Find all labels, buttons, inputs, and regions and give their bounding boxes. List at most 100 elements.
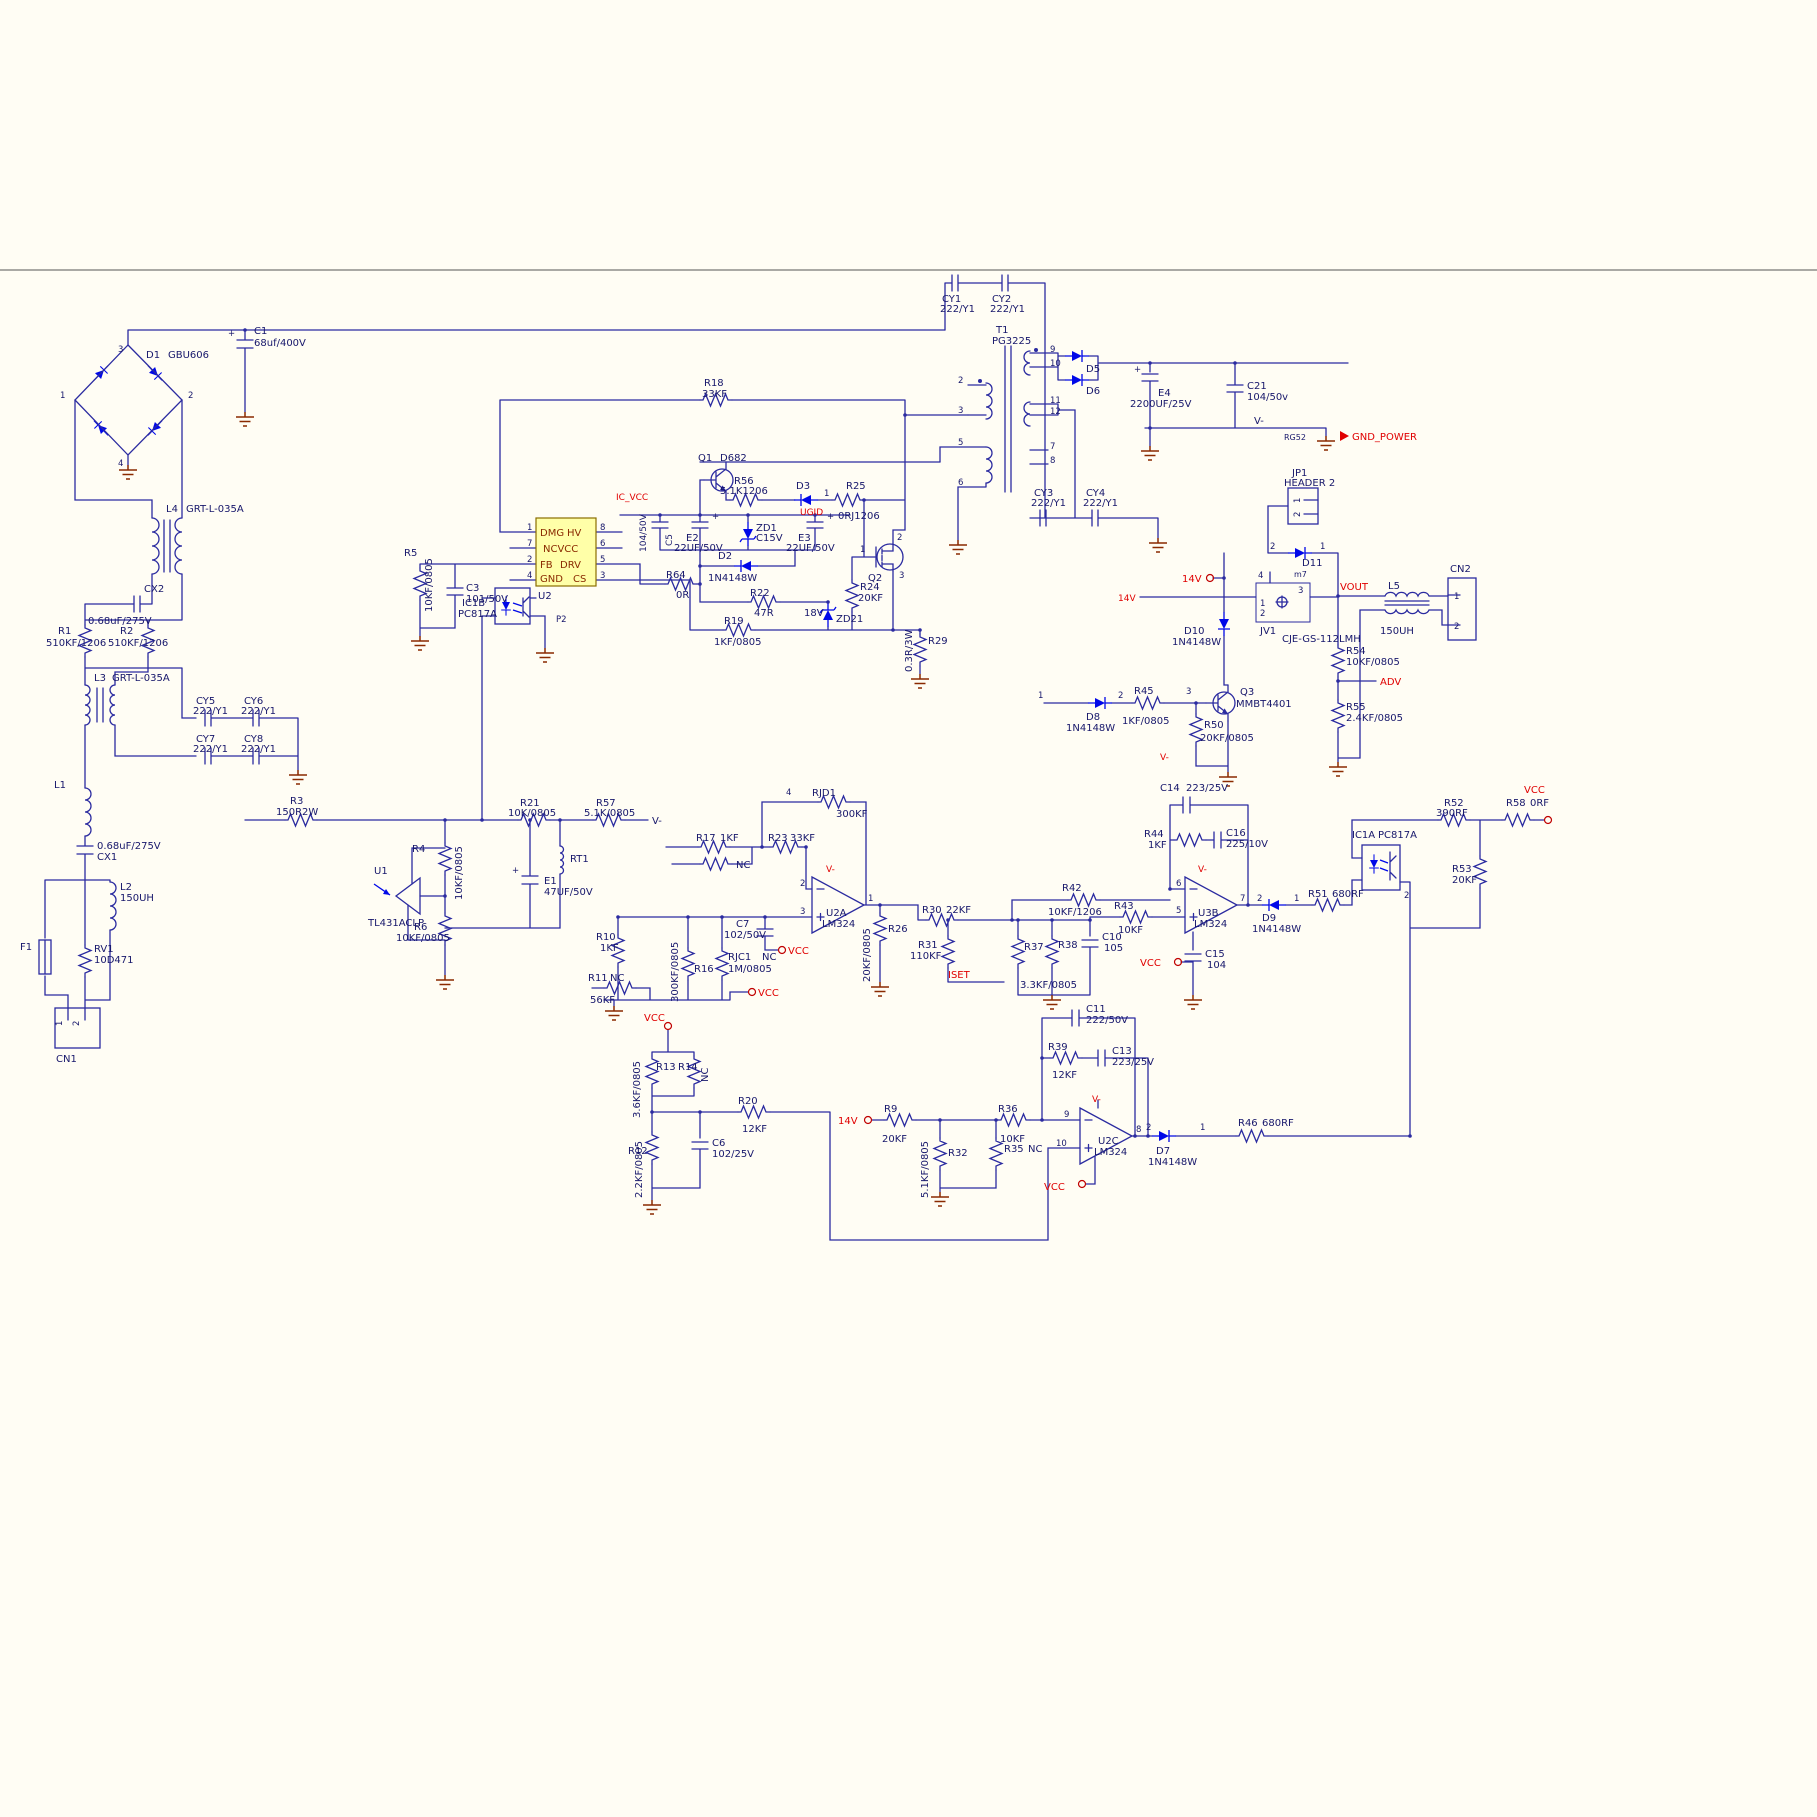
label-cy7: CY7 — [196, 734, 215, 745]
label-222-y1: 222/Y1 — [241, 706, 276, 717]
label-q2: Q2 — [868, 573, 882, 584]
label-cy1: CY1 — [942, 294, 961, 305]
label-3-6kf-0805: 3.6KF/0805 — [632, 1061, 643, 1118]
label-c7: C7 — [736, 919, 749, 930]
label-nc: NC — [700, 1068, 711, 1082]
label-c15: C15 — [1205, 949, 1225, 960]
transformer-t1-windings — [985, 350, 1031, 484]
label-r5: R5 — [404, 548, 417, 559]
label-cs: CS — [573, 574, 586, 585]
label-r12: R12 — [628, 1146, 648, 1157]
label-10kf-0805: 10KF/0805 — [454, 846, 465, 900]
label-d11: D11 — [1302, 558, 1322, 569]
label-104-50v: 104/50v — [1247, 392, 1288, 403]
label-u2: U2 — [538, 591, 552, 602]
label-mmbt4401: MMBT4401 — [1236, 699, 1292, 710]
port-vcc — [1543, 815, 1553, 825]
label-20kf: 20KF — [1452, 875, 1477, 886]
tl431-u1 — [394, 876, 421, 916]
label-150r2w: 150R2W — [276, 807, 318, 818]
optocoupler-ic1b — [494, 587, 531, 625]
label-v-: V- — [1198, 865, 1207, 875]
label-ic1a: IC1A — [1352, 830, 1375, 841]
label-2: 2 — [800, 879, 805, 889]
label-r36: R36 — [998, 1104, 1018, 1115]
label-223-25v: 223/25V — [1186, 783, 1228, 794]
label-c3: C3 — [466, 583, 479, 594]
label-1n4148w: 1N4148W — [1172, 637, 1221, 648]
label-2: 2 — [188, 391, 193, 401]
label-r32: R32 — [948, 1148, 968, 1159]
label-105: 105 — [1104, 943, 1123, 954]
label-4: 4 — [527, 571, 532, 581]
label-r10: R10 — [596, 932, 616, 943]
label-222-y1: 222/Y1 — [193, 706, 228, 717]
label-vout: VOUT — [1340, 582, 1369, 593]
label-8: 8 — [600, 523, 605, 533]
label-12kf: 12KF — [1052, 1070, 1077, 1081]
label-fb: FB — [540, 560, 553, 571]
label-d1: D1 — [146, 350, 160, 361]
label-u2a: U2A — [826, 908, 847, 919]
label-c10: C10 — [1102, 932, 1122, 943]
label-3: 3 — [600, 571, 605, 581]
label-10k-0805: 10K/0805 — [508, 808, 556, 819]
label-nc: NC — [610, 973, 624, 984]
mosfet-q2 — [875, 543, 904, 572]
label-r55: R55 — [1346, 702, 1366, 713]
label-cy3: CY3 — [1034, 488, 1053, 499]
label-8: 8 — [1050, 456, 1055, 466]
label-0-68uf-275v: 0.68uF/275V — [97, 841, 161, 852]
label-r4: R4 — [412, 844, 425, 855]
label--: + — [712, 512, 719, 522]
label-10kf-0805: 10KF/0805 — [396, 933, 450, 944]
label-r38: R38 — [1058, 940, 1078, 951]
output-filter-l5 — [1384, 591, 1430, 615]
label-r21: R21 — [520, 798, 540, 809]
label-300kf-0805: 300KF/0805 — [670, 942, 681, 1002]
label-8: 8 — [1136, 1125, 1141, 1135]
input-stage-wires — [44, 329, 946, 1021]
label-2: 2 — [1270, 542, 1275, 552]
label-gnd: GND — [540, 574, 563, 585]
label-12kf: 12KF — [742, 1124, 767, 1135]
label-vcc: VCC — [1524, 785, 1545, 796]
label-vcc: VCC — [1044, 1182, 1065, 1193]
label-q3: Q3 — [1240, 687, 1254, 698]
label-33kf: 33KF — [790, 833, 815, 844]
common-mode-choke-l3 — [84, 684, 116, 726]
label-104: 104 — [1207, 960, 1226, 971]
label-9: 9 — [1064, 1110, 1069, 1120]
label-10kf: 10KF — [1000, 1134, 1025, 1145]
label-r23: R23 — [768, 833, 788, 844]
label-680rf: 680RF — [1332, 889, 1364, 900]
label-r51: R51 — [1308, 889, 1328, 900]
label-10: 10 — [1050, 359, 1061, 369]
label-14v: 14V — [1182, 574, 1202, 585]
label-r37: R37 — [1024, 942, 1044, 953]
label-5: 5 — [958, 438, 963, 448]
label-grt-l-035a: GRT-L-035A — [112, 673, 170, 684]
label-ic-vcc: IC_VCC — [616, 493, 648, 503]
port-14v — [1205, 573, 1215, 583]
label-225-10v: 225/10V — [1226, 839, 1268, 850]
label-cje-gs-112lmh: CJE-GS-112LMH — [1282, 634, 1361, 645]
port-14v — [863, 1115, 873, 1125]
label-10d471: 10D471 — [94, 955, 134, 966]
label-pc817a: PC817A — [458, 609, 497, 620]
label-d9: D9 — [1262, 913, 1276, 924]
label-222-y1: 222/Y1 — [1031, 498, 1066, 509]
label-vcc: VCC — [788, 946, 809, 957]
label-hv: HV — [567, 528, 582, 539]
label-102-25v: 102/25V — [712, 1149, 754, 1160]
label-r20: R20 — [738, 1096, 758, 1107]
label-1: 1 — [1294, 894, 1299, 904]
label-zd1: ZD1 — [756, 523, 777, 534]
label--: + — [228, 329, 235, 339]
label-6: 6 — [958, 478, 963, 488]
label-c16: C16 — [1226, 828, 1246, 839]
label-20kf-0805: 20KF/0805 — [1200, 733, 1254, 744]
label-grt-l-035a: GRT-L-035A — [186, 504, 244, 515]
